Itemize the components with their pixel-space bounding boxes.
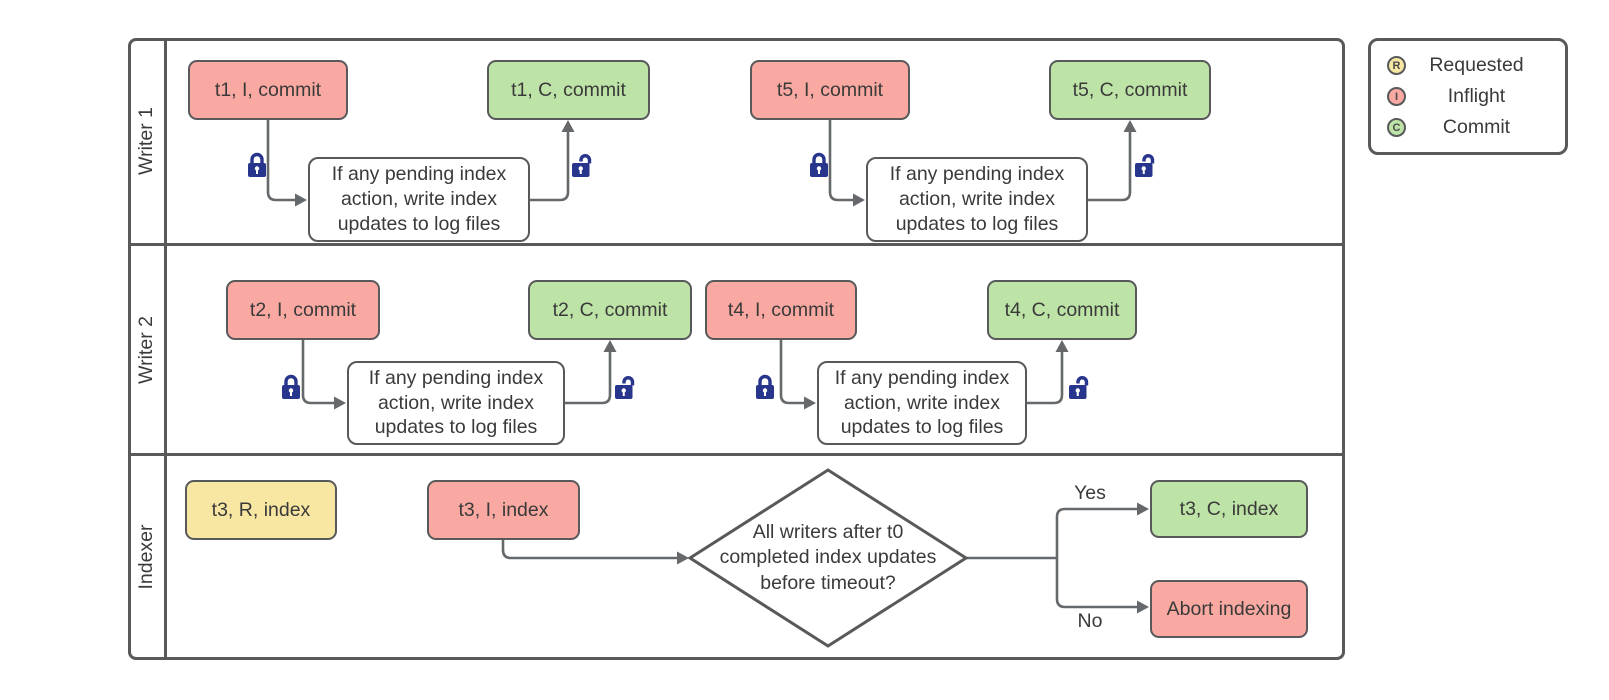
- node-t2-inflight: t2, I, commit: [226, 280, 380, 340]
- arrowhead-icon: [677, 551, 689, 565]
- lane-label-divider: [164, 38, 167, 660]
- connector-process-to-t2-commit: [565, 352, 612, 405]
- lock-closed-icon-t2: [282, 374, 300, 399]
- decision-diamond-shape: [687, 468, 969, 648]
- node-t4-inflight: t4, I, commit: [705, 280, 857, 340]
- node-t4-commit: t4, C, commit: [987, 280, 1137, 340]
- arrowhead-icon: [334, 396, 346, 410]
- connector-t4-inflight-to-process: [779, 340, 804, 405]
- node-t3-commit: t3, C, index: [1150, 480, 1308, 538]
- arrowhead-icon: [804, 396, 816, 410]
- node-writer2-process-2: If any pending index action, write index…: [817, 361, 1027, 445]
- arrowhead-icon: [1137, 600, 1149, 614]
- lock-closed-icon-t1: [248, 152, 266, 177]
- lock-closed-icon-t4: [756, 374, 774, 399]
- commit-state-icon: C: [1387, 118, 1406, 137]
- legend-label-requested: Requested: [1429, 54, 1524, 76]
- connector-process-to-t1-commit: [530, 132, 570, 202]
- lock-closed-icon-t5: [810, 152, 828, 177]
- lock-open-icon-t1: [572, 154, 592, 177]
- node-writer2-process-1: If any pending index action, write index…: [347, 361, 565, 445]
- connector-t2-inflight-to-process: [301, 340, 334, 405]
- legend-row-requested: R Requested: [1387, 53, 1555, 79]
- legend: R Requested I Inflight C Commit: [1368, 38, 1568, 155]
- connector-t5-inflight-to-process: [828, 120, 853, 202]
- lock-open-icon-t4: [1069, 376, 1089, 399]
- connector-t1-inflight-to-process: [266, 120, 295, 202]
- node-t3-requested: t3, R, index: [185, 480, 337, 540]
- lane-label-indexer: Indexer: [135, 524, 157, 590]
- node-abort-indexing: Abort indexing: [1150, 580, 1308, 638]
- lock-open-icon-t2: [615, 376, 635, 399]
- node-writer1-process-2: If any pending index action, write index…: [866, 157, 1088, 242]
- legend-row-inflight: I Inflight: [1387, 84, 1555, 110]
- no-branch-label: No: [1077, 610, 1103, 632]
- legend-label-inflight: Inflight: [1447, 85, 1506, 107]
- node-writer1-process-1: If any pending index action, write index…: [308, 157, 530, 242]
- legend-label-commit: Commit: [1442, 116, 1511, 138]
- node-t3-inflight: t3, I, index: [427, 480, 580, 540]
- connector-no-branch: [1055, 558, 1137, 609]
- arrowhead-icon: [295, 193, 307, 207]
- arrowhead-icon: [603, 340, 617, 352]
- arrowhead-icon: [561, 120, 575, 132]
- node-t1-inflight: t1, I, commit: [188, 60, 348, 120]
- node-t5-commit: t5, C, commit: [1049, 60, 1211, 120]
- node-t2-commit: t2, C, commit: [528, 280, 692, 340]
- arrowhead-icon: [1123, 120, 1137, 132]
- lock-open-icon-t5: [1135, 154, 1155, 177]
- inflight-state-icon: I: [1387, 87, 1406, 106]
- node-t1-commit: t1, C, commit: [487, 60, 650, 120]
- arrowhead-icon: [853, 193, 865, 207]
- connector-process-to-t4-commit: [1027, 352, 1064, 405]
- connector-yes-branch: [1055, 507, 1137, 558]
- yes-branch-label: Yes: [1074, 482, 1106, 504]
- decision-diamond-text: All writers after t0 completed index upd…: [719, 520, 937, 594]
- legend-row-commit: C Commit: [1387, 115, 1555, 141]
- lane-label-writer-2: Writer 2: [135, 316, 157, 384]
- connector-t3-inflight-to-decision: [501, 540, 677, 560]
- node-t5-inflight: t5, I, commit: [750, 60, 910, 120]
- lane-divider-2: [128, 453, 1345, 456]
- arrowhead-icon: [1055, 340, 1069, 352]
- arrowhead-icon: [1137, 502, 1149, 516]
- connector-process-to-t5-commit: [1088, 132, 1132, 202]
- requested-state-icon: R: [1387, 56, 1406, 75]
- lane-label-writer-1: Writer 1: [135, 107, 157, 175]
- lane-divider-1: [128, 243, 1345, 246]
